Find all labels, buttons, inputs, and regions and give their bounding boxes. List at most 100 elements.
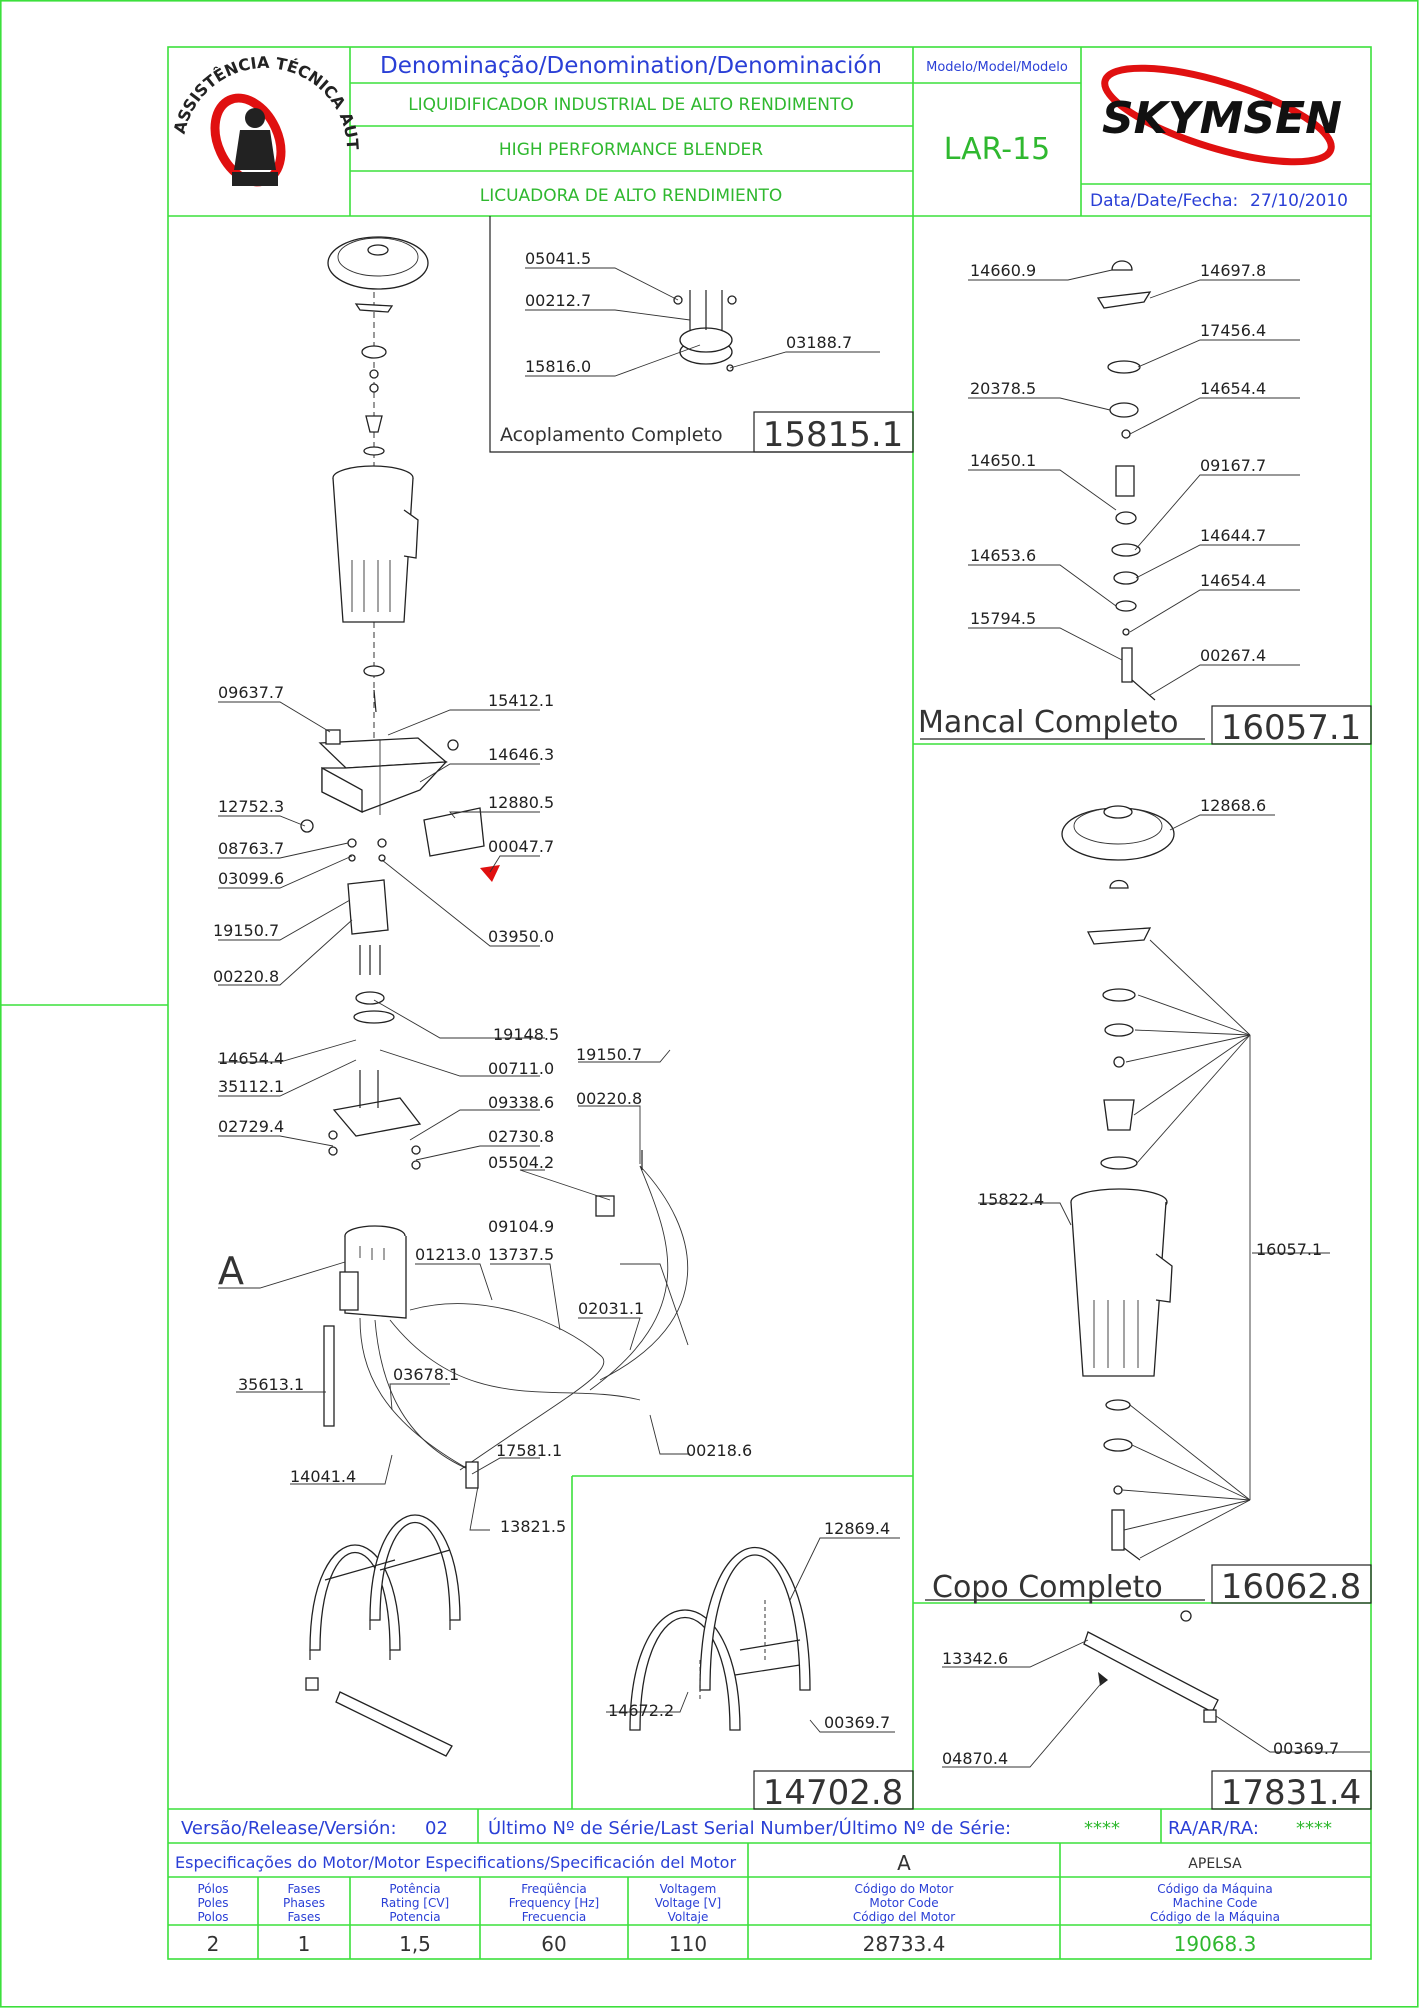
cup-part-2: 16057.1 <box>1256 1240 1322 1259</box>
bearing-code: 16057.1 <box>1221 708 1362 748</box>
col-rating-l1: Potência <box>389 1882 440 1896</box>
model-value: LAR-15 <box>944 132 1051 167</box>
brand-logo: SKYMSEN <box>1101 64 1342 166</box>
date-value: 27/10/2010 <box>1250 191 1348 211</box>
part-19150b: 19150.7 <box>576 1045 642 1064</box>
serial-label: Último Nº de Série/Last Serial Number/Úl… <box>488 1817 1011 1839</box>
base-part-1: 04870.4 <box>942 1749 1008 1768</box>
ra-value: **** <box>1296 1818 1332 1839</box>
part-00220a: 00220.8 <box>213 967 279 986</box>
motor-type: A <box>897 1851 911 1875</box>
part-12880: 12880.5 <box>488 793 554 812</box>
bearing-part-10: 15794.5 <box>970 609 1036 628</box>
name-es: LICUADORA DE ALTO RENDIMIENTO <box>480 186 783 206</box>
col-freq-l3: Frecuencia <box>522 1910 587 1924</box>
col-poles-l2: Poles <box>197 1896 228 1910</box>
col-poles-l1: Pólos <box>197 1882 228 1896</box>
cup-part-0: 12868.6 <box>1200 796 1266 815</box>
part-00218: 00218.6 <box>686 1441 752 1460</box>
part-03099: 03099.6 <box>218 869 284 888</box>
part-14654: 14654.4 <box>218 1049 284 1068</box>
bearing-part-1: 14697.8 <box>1200 261 1266 280</box>
col-poles-l3: Polos <box>197 1910 228 1924</box>
col-voltage-l3: Voltaje <box>668 1910 709 1924</box>
stand-part-2: 00369.7 <box>824 1713 890 1732</box>
part-00047: 00047.7 <box>488 837 554 856</box>
main-drawing <box>300 236 688 1757</box>
cup-code: 16062.8 <box>1221 1567 1362 1607</box>
bearing-part-0: 14660.9 <box>970 261 1036 280</box>
col-voltage-l1: Voltagem <box>660 1882 717 1896</box>
col-freq-l1: Freqüência <box>521 1882 587 1896</box>
brand-name: SKYMSEN <box>1102 93 1342 144</box>
col-phases-l1: Fases <box>287 1882 320 1896</box>
cup-title: Copo Completo <box>932 1570 1163 1605</box>
part-02730: 02730.8 <box>488 1127 554 1146</box>
col-rating-l3: Potencia <box>389 1910 440 1924</box>
motor-letter: A <box>218 1249 244 1293</box>
bearing-part-8: 14644.7 <box>1200 526 1266 545</box>
col-rating-l2: Rating [CV] <box>381 1896 449 1910</box>
name-en: HIGH PERFORMANCE BLENDER <box>499 140 763 160</box>
seal-text: ASSISTÊNCIA TÉCNICA AUTORIZADA <box>0 0 362 150</box>
part-03678: 03678.1 <box>393 1365 459 1384</box>
bearing-part-9: 14654.4 <box>1200 571 1266 590</box>
part-00220b: 00220.8 <box>576 1089 642 1108</box>
serial-value: **** <box>1084 1818 1120 1839</box>
part-35112: 35112.1 <box>218 1077 284 1096</box>
coupling-part-1: 00212.7 <box>525 291 591 310</box>
coupling-part-2: 15816.0 <box>525 357 591 376</box>
motor-manufacturer: APELSA <box>1188 1856 1242 1872</box>
coupling-code: 15815.1 <box>763 415 904 455</box>
part-01213: 01213.0 <box>415 1245 481 1264</box>
base-part-2: 00369.7 <box>1273 1739 1339 1758</box>
part-08763: 08763.7 <box>218 839 284 858</box>
val-poles: 2 <box>207 1932 220 1956</box>
part-02729: 02729.4 <box>218 1117 284 1136</box>
model-label: Modelo/Model/Modelo <box>926 60 1068 75</box>
part-13737: 13737.5 <box>488 1245 554 1264</box>
part-00711: 00711.0 <box>488 1059 554 1078</box>
footer: Versão/Release/Versión: 02 Último Nº de … <box>175 1817 1332 1956</box>
bearing-part-2: 17456.4 <box>1200 321 1266 340</box>
bearing-part-7: 14653.6 <box>970 546 1036 565</box>
base-code: 17831.4 <box>1221 1773 1362 1813</box>
col-machine-code-l3: Código de la Máquina <box>1150 1910 1280 1924</box>
ra-label: RA/AR/RA: <box>1168 1818 1259 1839</box>
version-value: 02 <box>425 1818 448 1839</box>
denomination-title: Denominação/Denomination/Denominación <box>380 53 882 79</box>
val-frequency: 60 <box>541 1932 566 1956</box>
bearing-part-11: 00267.4 <box>1200 646 1266 665</box>
version-label: Versão/Release/Versión: <box>181 1818 397 1839</box>
part-19150a: 19150.7 <box>213 921 279 940</box>
part-09104: 09104.9 <box>488 1217 554 1236</box>
base-part-0: 13342.6 <box>942 1649 1008 1668</box>
col-freq-l2: Frequency [Hz] <box>509 1896 600 1910</box>
part-labels: 05041.5 00212.7 15816.0 03188.7 Acoplame… <box>213 249 1361 1813</box>
val-rating: 1,5 <box>399 1932 431 1956</box>
bearing-part-5: 14650.1 <box>970 451 1036 470</box>
stand-part-0: 12869.4 <box>824 1519 890 1538</box>
seal-logo: ASSISTÊNCIA TÉCNICA AUTORIZADA <box>0 0 362 187</box>
stand-drawing <box>629 1547 1219 1731</box>
val-phases: 1 <box>298 1932 311 1956</box>
coupling-drawing <box>673 290 737 372</box>
part-05504: 05504.2 <box>488 1153 554 1172</box>
stand-code: 14702.8 <box>763 1773 904 1813</box>
part-35613: 35613.1 <box>238 1375 304 1394</box>
leader-lines <box>218 267 1370 1768</box>
name-pt: LIQUIDIFICADOR INDUSTRIAL DE ALTO RENDIM… <box>408 95 854 115</box>
stand-part-1: 14672.2 <box>608 1701 674 1720</box>
col-machine-code-l2: Machine Code <box>1173 1896 1258 1910</box>
part-09637: 09637.7 <box>218 683 284 702</box>
part-09338: 09338.6 <box>488 1093 554 1112</box>
part-15412: 15412.1 <box>488 691 554 710</box>
motor-spec-label: Especificações do Motor/Motor Especifica… <box>175 1853 736 1872</box>
bearing-part-3: 20378.5 <box>970 379 1036 398</box>
col-machine-code-l1: Código da Máquina <box>1157 1882 1272 1896</box>
bearing-part-4: 14654.4 <box>1200 379 1266 398</box>
date-label: Data/Date/Fecha: <box>1090 191 1238 211</box>
val-machine-code: 19068.3 <box>1174 1932 1257 1956</box>
cup-part-1: 15822.4 <box>978 1190 1044 1209</box>
